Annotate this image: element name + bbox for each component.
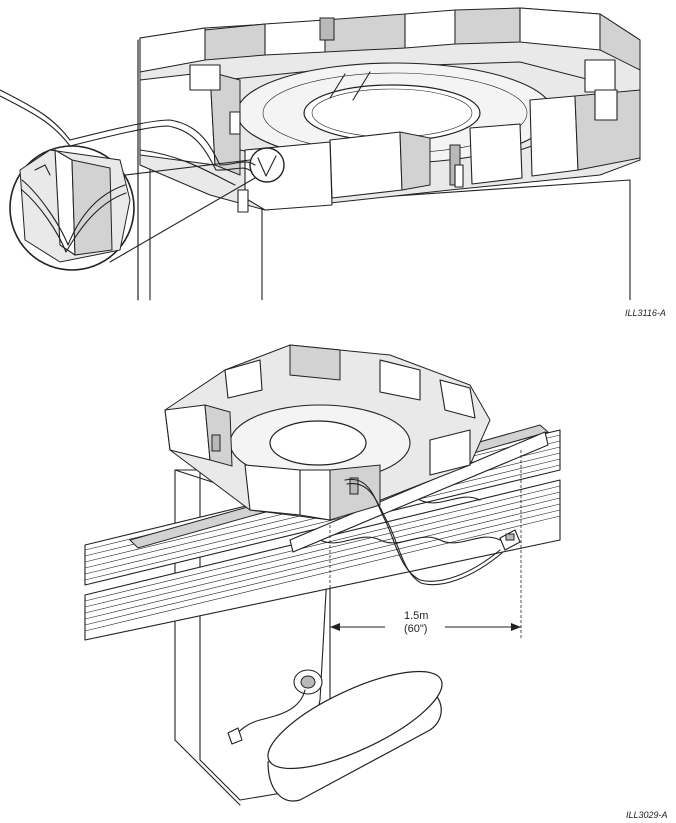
bottom-illustration: 1.5m (60") ILL3029-A	[84, 344, 668, 820]
callout-small-circle	[249, 147, 285, 183]
ceiling-plate	[227, 669, 323, 745]
grille-disc	[267, 670, 443, 802]
power-cable-top	[0, 89, 256, 186]
wall-socket	[499, 529, 521, 551]
dimension-imperial: (60")	[404, 623, 427, 635]
unit-frame-top	[139, 7, 641, 213]
power-cable-bottom	[344, 478, 503, 586]
unit-frame-bottom	[164, 344, 491, 521]
dimension-metric: 1.5m	[404, 610, 428, 622]
top-illustration: ILL3116-A	[0, 7, 666, 318]
figure-code-top: ILL3116-A	[625, 308, 666, 318]
figure-code-bottom: ILL3029-A	[626, 810, 668, 820]
dimension-annotation: 1.5m (60")	[329, 450, 522, 640]
magnified-detail	[9, 145, 135, 271]
